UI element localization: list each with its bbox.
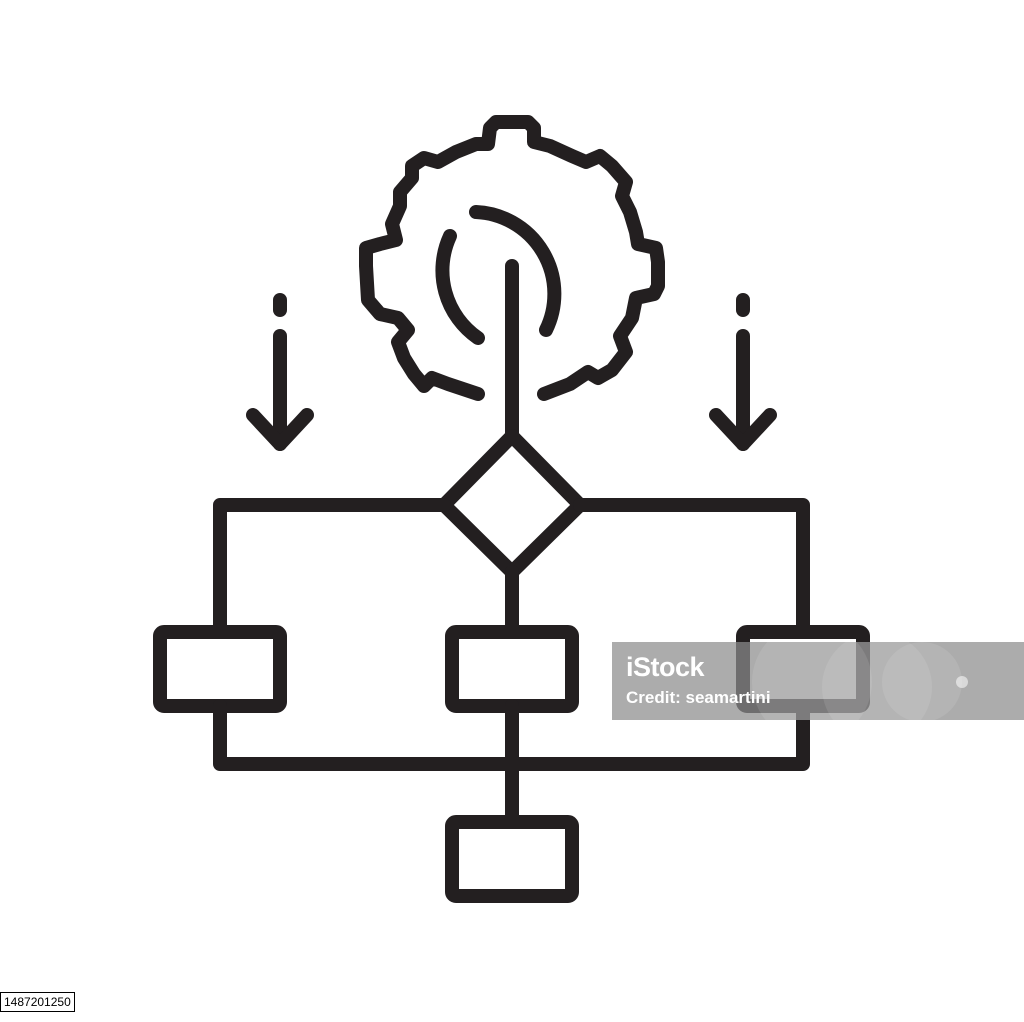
branch-left: [213, 498, 451, 639]
branch-right: [573, 498, 810, 639]
merge-left: [213, 699, 519, 771]
watermark-credit: Credit: seamartini: [626, 688, 771, 707]
watermark-dot: [956, 676, 968, 688]
watermark: iStock Credit: seamartini: [612, 642, 1024, 720]
process-box-center: [445, 625, 579, 713]
decision-diamond: [437, 429, 587, 579]
watermark-logo: iStock: [626, 652, 705, 682]
gear-inner-arc-left: [435, 229, 485, 345]
arrow-down-icon-right: [709, 293, 777, 451]
merge-right: [505, 699, 810, 771]
process-box-left: [153, 625, 287, 713]
gear-inner-arc-top: [469, 205, 562, 337]
process-box-bottom: [445, 815, 579, 903]
gear-icon: [359, 115, 665, 401]
arrow-down-icon-left: [246, 293, 314, 451]
stock-id: 1487201250: [0, 992, 75, 1012]
